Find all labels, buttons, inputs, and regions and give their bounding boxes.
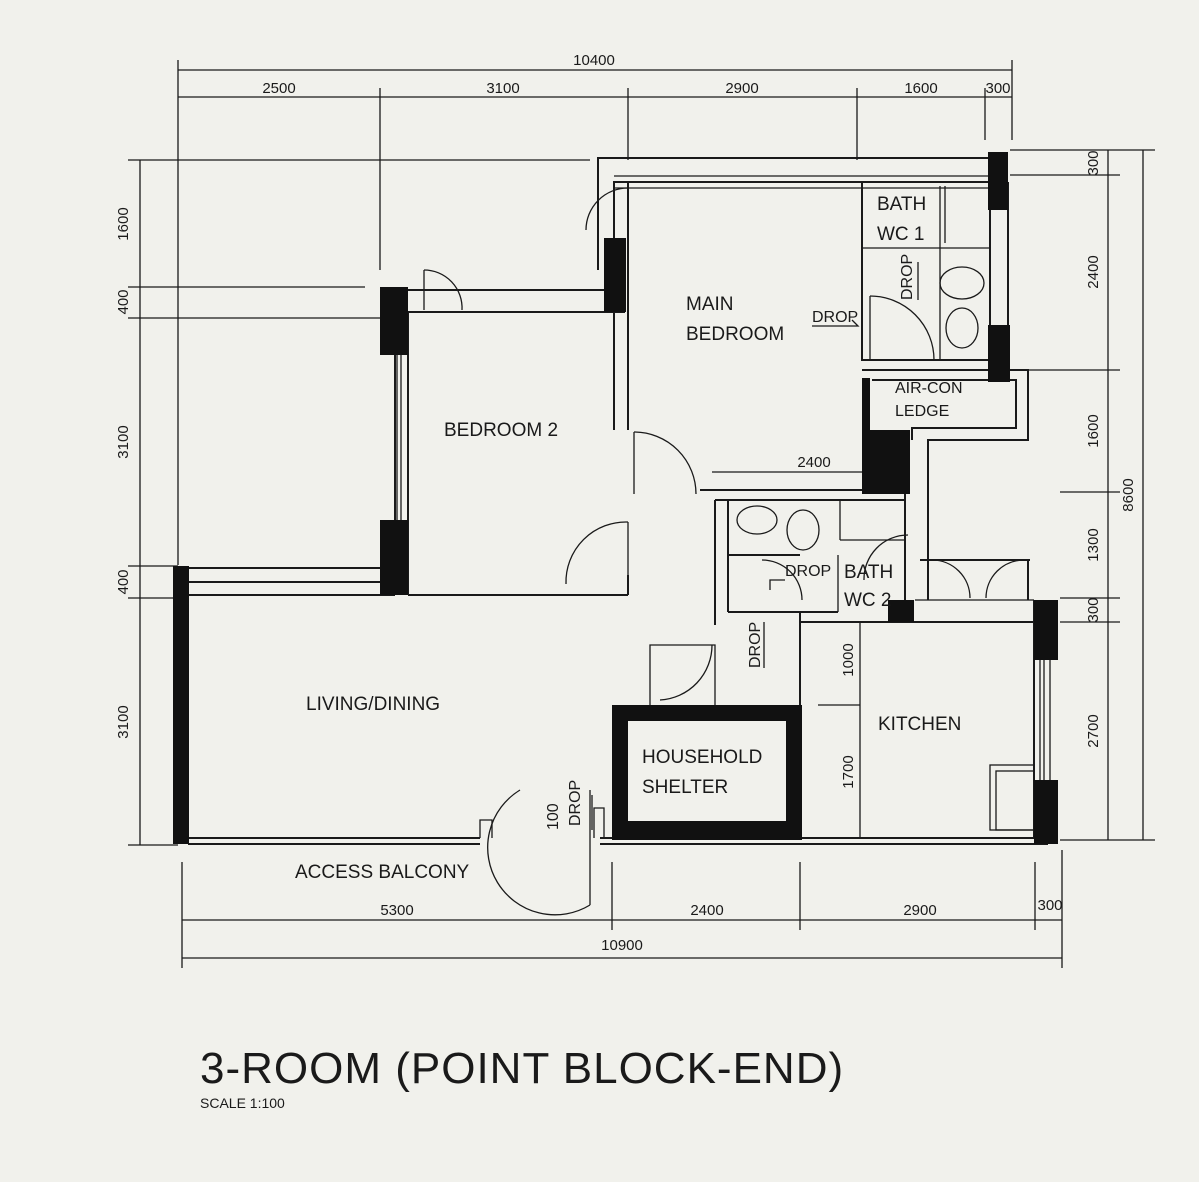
label-kitchen: KITCHEN <box>878 714 961 735</box>
fixtures <box>736 266 985 551</box>
dim-bottom-4: 300 <box>1037 897 1062 914</box>
label-living-dining: LIVING/DINING <box>306 694 440 715</box>
left-dimensions: 1600 400 3100 400 3100 <box>115 159 590 846</box>
top-dimensions: 10400 2500 3100 2900 1600 300 <box>177 52 1013 565</box>
label-aircon-a: AIR-CON <box>895 380 963 397</box>
dim-kitchen-1700: 1700 <box>840 755 857 788</box>
dim-right-6: 2700 <box>1085 714 1102 747</box>
drop-wc1: DROP <box>899 254 916 300</box>
plan-scale: SCALE 1:100 <box>200 1095 285 1111</box>
toilet-wc2 <box>786 509 820 551</box>
dim-top-2: 3100 <box>486 80 519 97</box>
drop-entrance-value: 100 <box>545 803 562 830</box>
dim-left-5: 3100 <box>115 705 132 738</box>
drop-passage: DROP <box>747 622 764 668</box>
basin-wc2 <box>736 505 778 535</box>
drop-entrance: DROP <box>567 780 584 826</box>
label-main-bedroom-1: MAIN <box>686 294 734 315</box>
dim-bottom-total: 10900 <box>601 937 643 954</box>
dim-bottom-2: 2400 <box>690 902 723 919</box>
label-bath-wc2-b: WC 2 <box>844 590 892 611</box>
label-bath-wc1-a: BATH <box>877 194 926 215</box>
label-shelter-b: SHELTER <box>642 777 728 798</box>
dim-top-1: 2500 <box>262 80 295 97</box>
walls <box>173 152 1058 845</box>
dim-kitchen-1000: 1000 <box>840 643 857 676</box>
dim-inner-2400: 2400 <box>797 454 830 471</box>
dim-top-3: 2900 <box>725 80 758 97</box>
dim-top-total: 10400 <box>573 52 615 69</box>
label-main-bedroom-2: BEDROOM <box>686 324 784 345</box>
dim-left-3: 3100 <box>115 425 132 458</box>
dim-left-1: 1600 <box>115 207 132 240</box>
drop-labels: DROP DROP DROP DROP DROP 100 2400 1000 1… <box>545 254 919 830</box>
plan-title: 3-ROOM (POINT BLOCK-END) <box>200 1044 844 1093</box>
dim-right-5: 300 <box>1085 597 1102 622</box>
basin-wc1 <box>945 307 979 349</box>
dim-bottom-1: 5300 <box>380 902 413 919</box>
dim-left-4: 400 <box>115 569 132 594</box>
bottom-dimensions: 5300 2400 2900 300 10900 <box>181 850 1063 968</box>
label-shelter-a: HOUSEHOLD <box>642 747 762 768</box>
drop-main-bedroom: DROP <box>812 309 858 326</box>
title-block: 3-ROOM (POINT BLOCK-END) SCALE 1:100 <box>200 1044 844 1111</box>
dim-bottom-3: 2900 <box>903 902 936 919</box>
right-dimensions: 300 2400 1600 1300 300 2700 8600 <box>1010 149 1155 841</box>
label-access-balcony: ACCESS BALCONY <box>295 862 470 883</box>
label-bath-wc1-b: WC 1 <box>877 224 925 245</box>
toilet-wc1 <box>939 266 985 300</box>
dim-left-2: 400 <box>115 289 132 314</box>
dim-top-4: 1600 <box>904 80 937 97</box>
doors <box>423 187 1025 916</box>
dim-right-4: 1300 <box>1085 528 1102 561</box>
drop-wc2: DROP <box>785 563 831 580</box>
label-bedroom-2: BEDROOM 2 <box>444 420 558 441</box>
dim-right-2: 2400 <box>1085 255 1102 288</box>
dim-top-5: 300 <box>985 80 1010 97</box>
dim-right-1: 300 <box>1085 150 1102 175</box>
label-aircon-b: LEDGE <box>895 403 949 420</box>
dim-right-3: 1600 <box>1085 414 1102 447</box>
room-labels: MAIN BEDROOM BEDROOM 2 BATH WC 1 AIR-CON… <box>295 194 963 883</box>
label-bath-wc2-a: BATH <box>844 562 893 583</box>
dim-right-total: 8600 <box>1120 478 1137 511</box>
